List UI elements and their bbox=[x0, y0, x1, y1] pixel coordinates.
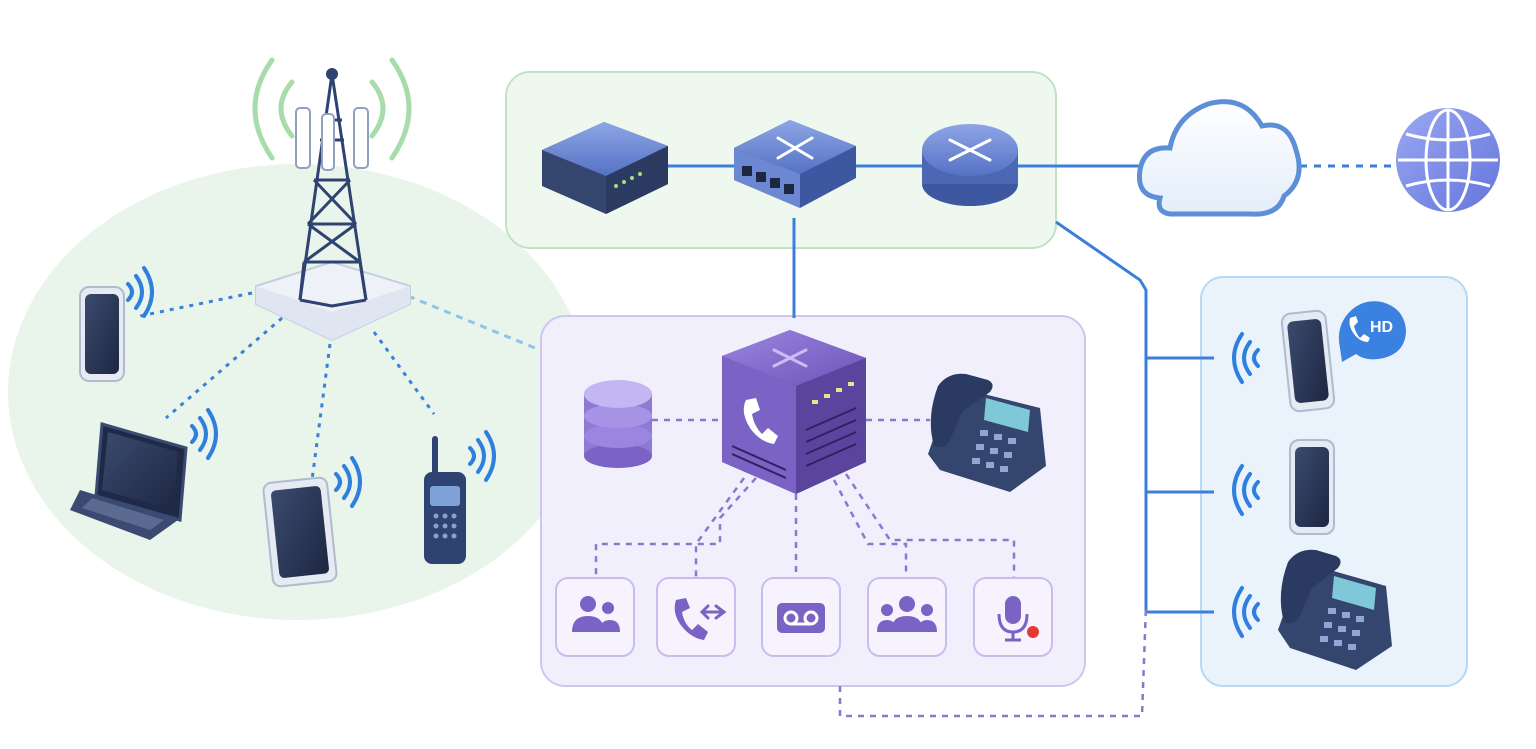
voicemail-icon bbox=[777, 603, 825, 633]
wifi-waves-tablet bbox=[334, 456, 362, 508]
desk-phone-icon bbox=[928, 373, 1046, 492]
wifi-waves-remote-1 bbox=[1232, 332, 1260, 384]
wifi-waves-remote-2 bbox=[1232, 464, 1260, 516]
remote-phone-1-icon bbox=[1280, 309, 1336, 413]
pbx-internal-links bbox=[594, 418, 1148, 718]
server-icon bbox=[542, 122, 668, 214]
tower-pbx-link bbox=[407, 294, 541, 352]
remote-phone-2-icon bbox=[1289, 439, 1335, 535]
feature-voicemail-tile[interactable] bbox=[761, 577, 841, 657]
feature-call-transfer-tile[interactable] bbox=[656, 577, 736, 657]
hd-badge-label: HD bbox=[1370, 319, 1393, 336]
hd-voice-badge: HD bbox=[1338, 301, 1406, 362]
feature-contacts-tile[interactable] bbox=[555, 577, 635, 657]
wifi-waves-remote-3 bbox=[1232, 586, 1260, 638]
remote-desk-phone-icon bbox=[1278, 549, 1392, 670]
cloud-icon bbox=[1136, 99, 1302, 217]
microphone-record-icon bbox=[997, 596, 1039, 642]
wifi-waves-laptop bbox=[190, 408, 218, 460]
users-icon bbox=[572, 596, 620, 632]
tablet-icon bbox=[262, 476, 338, 588]
tower-signal-waves bbox=[252, 57, 412, 161]
router-icon bbox=[922, 124, 1018, 206]
switch-icon bbox=[734, 120, 856, 208]
wifi-waves-radio bbox=[468, 430, 496, 482]
feature-conference-tile[interactable] bbox=[867, 577, 947, 657]
walkie-talkie-icon bbox=[424, 436, 466, 564]
wifi-waves-smartphone bbox=[126, 266, 154, 318]
database-icon bbox=[584, 380, 652, 468]
cell-tower-icon bbox=[255, 68, 411, 342]
feature-call-recording-tile[interactable] bbox=[973, 577, 1053, 657]
smartphone-left-icon bbox=[79, 286, 125, 382]
pbx-cube-icon bbox=[722, 330, 866, 494]
call-transfer-icon bbox=[674, 598, 727, 640]
solid-links bbox=[668, 164, 1214, 614]
record-indicator-icon bbox=[1027, 626, 1039, 638]
globe-icon bbox=[1396, 108, 1500, 212]
laptop-icon bbox=[70, 422, 188, 540]
group-icon bbox=[877, 596, 937, 632]
wireless-links bbox=[139, 291, 436, 481]
